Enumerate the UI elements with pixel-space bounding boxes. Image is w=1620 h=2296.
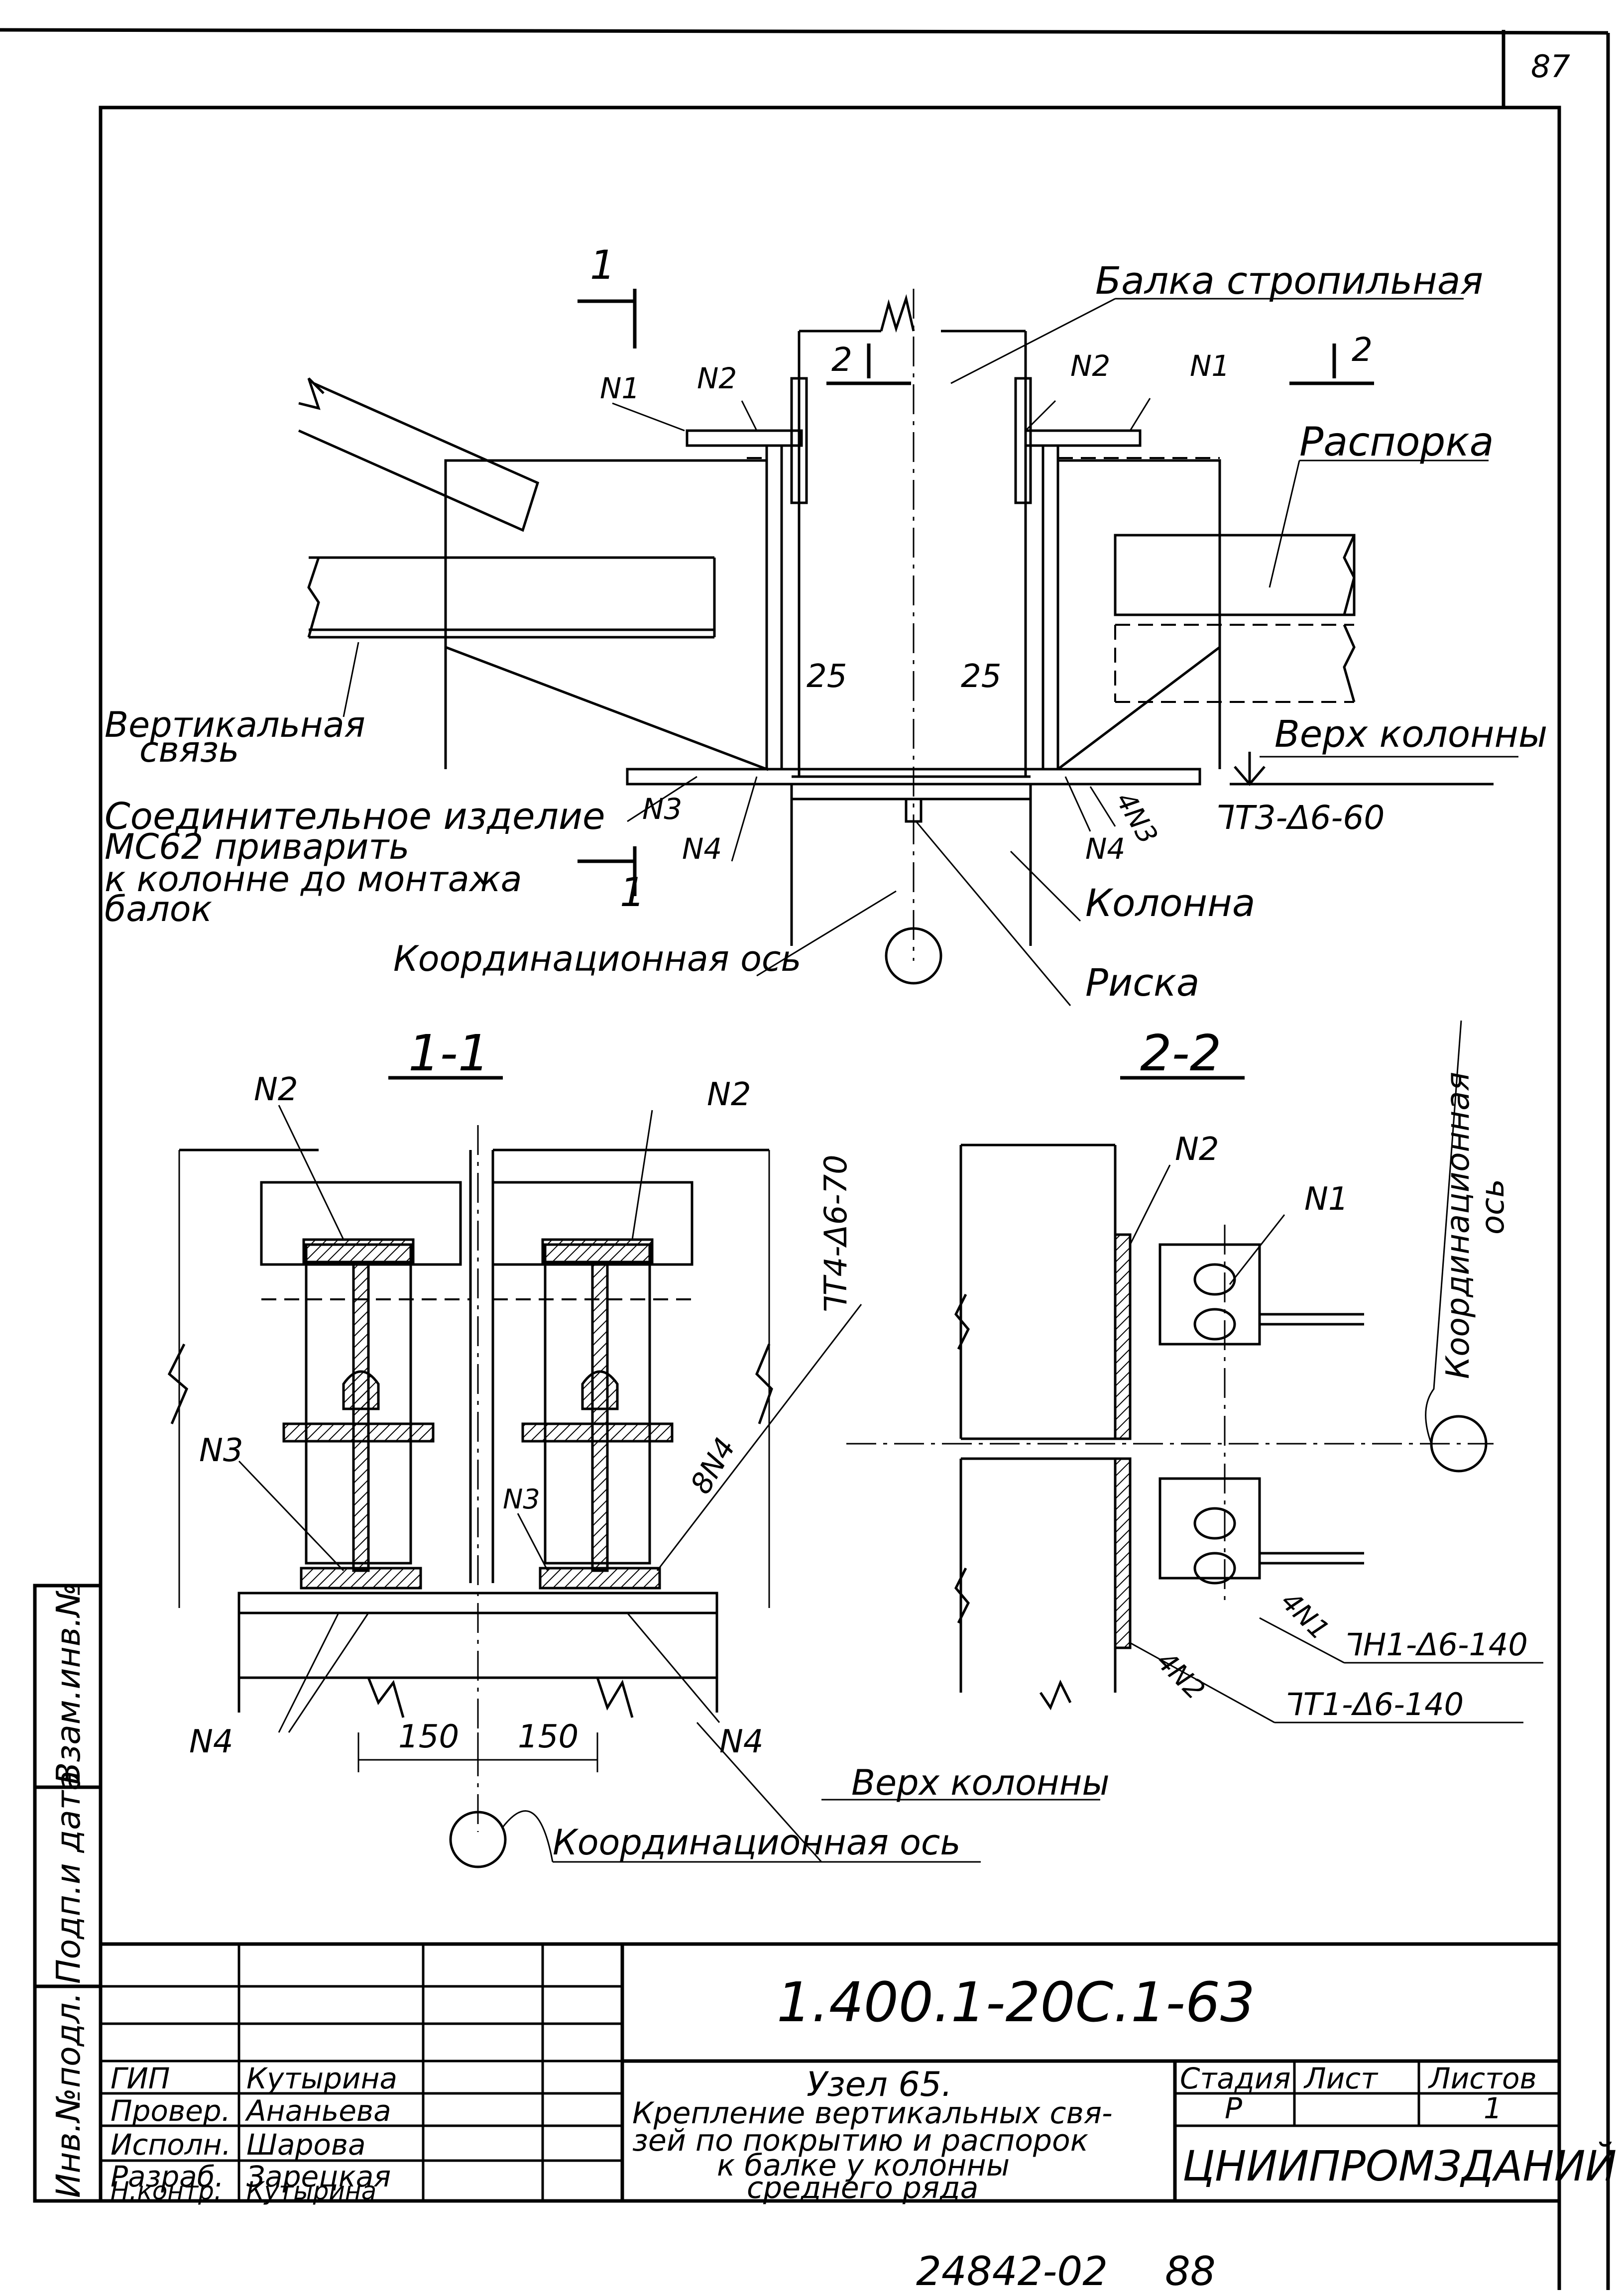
s11-coord-axis: Координационная ось xyxy=(553,1822,961,1863)
bottom-number: 24842-02 xyxy=(916,2248,1108,2295)
name-3: Зарецкая xyxy=(246,2160,391,2193)
s22-axis-label-1: Координационная xyxy=(1440,1072,1477,1379)
s22-axis-label-2: ось xyxy=(1475,1179,1511,1235)
mark-label: Риска xyxy=(1085,960,1199,1005)
beam-label: Балка стропильная xyxy=(1095,258,1483,303)
n1-left: N1 xyxy=(600,371,640,405)
s11-n2-right: N2 xyxy=(707,1076,751,1113)
vertical-brace-label-2: связь xyxy=(139,729,239,770)
sheets-value: 1 xyxy=(1484,2091,1502,2125)
n3-label: N3 xyxy=(642,792,682,826)
role-1: Провер. xyxy=(111,2094,231,2128)
n4-left: N4 xyxy=(682,832,722,866)
desc-2: зей по покрытию и распорок xyxy=(632,2123,1088,2158)
cut-1-top-label: 1 xyxy=(590,242,615,288)
note-line-1: Соединительное изделие xyxy=(105,795,605,838)
dim-150-left: 150 xyxy=(398,1719,459,1755)
desc-1: Крепление вертикальных свя- xyxy=(632,2096,1113,2131)
stamp-replaced-inv: Взам.инв.№ xyxy=(49,1583,88,1785)
stamp-sign-date: Подп.и дата xyxy=(49,1770,88,1984)
role-0: ГИП xyxy=(111,2062,170,2095)
s11-n2-left: N2 xyxy=(254,1071,298,1108)
desc-3: к балке у колонны xyxy=(717,2148,1010,2183)
side-stamp: Инв.№подл. Подп.и дата Взам.инв.№ xyxy=(33,1583,103,2203)
s22-n1: N1 xyxy=(1304,1181,1349,1218)
s11-weld: ᒣТ4-Δ6-70 xyxy=(817,1154,854,1314)
coord-axis-label: Координационная ось xyxy=(393,938,802,979)
cut-2-left-label: 2 xyxy=(831,341,852,379)
page-number: 87 xyxy=(1531,48,1570,85)
dim-150-right: 150 xyxy=(518,1719,579,1755)
desc-4: среднего ряда xyxy=(747,2171,978,2205)
s11-8n4: 8N4 xyxy=(684,1432,742,1499)
note-line-3: к колонне до монтажа xyxy=(105,859,522,900)
name-4: Кутырина xyxy=(246,2177,376,2205)
sheets-header: Листов xyxy=(1428,2062,1537,2095)
name-2: Шарова xyxy=(246,2128,366,2162)
note-line-2: МС62 приварить xyxy=(105,826,409,867)
role-2: Исполн. xyxy=(111,2128,231,2162)
n4-right: N4 xyxy=(1085,832,1125,866)
section-2-2: 2-2 xyxy=(846,1020,1543,1723)
section-2-2-title: 2-2 xyxy=(1140,1024,1221,1082)
s11-n3-left: N3 xyxy=(199,1432,243,1469)
vertical-brace-label-1: Вертикальная xyxy=(105,704,365,745)
s11-column-top: Верх колонны xyxy=(851,1762,1110,1803)
note-line-4: балок xyxy=(105,889,212,929)
dim-25-left: 25 xyxy=(807,658,847,695)
desc-0: Узел 65. xyxy=(807,2065,952,2104)
s22-weld-2: ᒣТ1-Δ6-140 xyxy=(1284,1686,1464,1722)
organization: ЦНИИПРОМЗДАНИЙ xyxy=(1182,2142,1617,2190)
dim-25-right: 25 xyxy=(961,658,1001,695)
sheet-header: Лист xyxy=(1303,2062,1379,2095)
name-1: Ананьева xyxy=(244,2094,391,2128)
s22-weld-1: ᒣН1-Δ6-140 xyxy=(1344,1626,1528,1663)
column-label: Колонна xyxy=(1085,881,1255,925)
n2-right: N2 xyxy=(1070,349,1110,383)
column-top-label: Верх колонны xyxy=(1274,713,1547,756)
cut-1-bottom-label: 1 xyxy=(620,869,645,916)
s22-4n1: 4N1 xyxy=(1275,1586,1336,1646)
role-3: Разраб. xyxy=(111,2160,224,2193)
n2-left: N2 xyxy=(697,361,737,395)
s11-n4-right: N4 xyxy=(719,1723,764,1760)
stage-value: Р xyxy=(1225,2091,1242,2125)
s11-n4-left: N4 xyxy=(189,1723,233,1760)
bottom-page: 88 xyxy=(1165,2248,1216,2295)
section-1-1-title: 1-1 xyxy=(408,1024,489,1082)
s22-4n2: 4N2 xyxy=(1151,1645,1211,1706)
plan-view: 1 1 2 2 xyxy=(105,242,1547,1006)
section-1-1: 1-1 xyxy=(167,1024,1110,1868)
doc-code: 1.400.1-20С.1-63 xyxy=(777,1970,1255,2034)
weld-label: ᒣТ3-Δ6-60 xyxy=(1215,799,1385,837)
title-block: 1.400.1-20С.1-63 ГИП Провер. Исполн. Раз… xyxy=(101,1942,1617,2205)
stage-header: Стадия xyxy=(1180,2062,1291,2095)
cut-2-right-label: 2 xyxy=(1352,331,1373,369)
s11-n3-right: N3 xyxy=(503,1484,540,1515)
sheet-frame: 87 24842-02 88 xyxy=(0,28,1610,2295)
role-4: Н.контр. xyxy=(111,2177,222,2205)
s22-n2: N2 xyxy=(1175,1131,1219,1168)
name-0: Кутырина xyxy=(246,2062,397,2095)
strut-label: Распорка xyxy=(1299,419,1494,465)
stamp-inv-no: Инв.№подл. xyxy=(49,1992,88,2198)
n1-right: N1 xyxy=(1190,349,1230,383)
